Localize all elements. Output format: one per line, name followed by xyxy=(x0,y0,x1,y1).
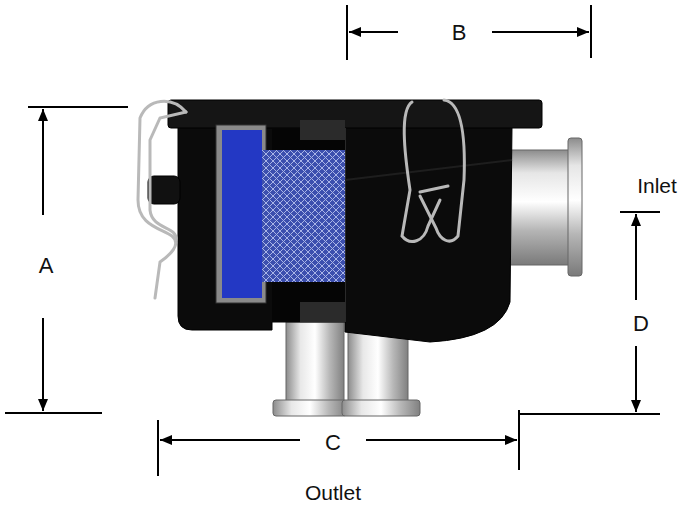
extension-line xyxy=(28,106,128,108)
extension-line xyxy=(518,410,520,470)
dimension-label: A xyxy=(37,254,56,278)
dimension-lines xyxy=(5,5,660,476)
dimension-line xyxy=(366,439,517,441)
dimension-line xyxy=(635,214,637,300)
dimension-label: C xyxy=(323,431,343,455)
port-label: Inlet xyxy=(635,174,679,197)
wire-clip xyxy=(138,101,186,298)
inner-ring xyxy=(300,120,345,140)
extension-line xyxy=(620,211,660,213)
housing-lid xyxy=(168,100,542,128)
outlet-tube xyxy=(286,322,344,404)
housing-body xyxy=(178,126,512,342)
extension-line xyxy=(5,412,102,414)
wire-clips xyxy=(138,100,464,298)
element-frame xyxy=(216,125,266,303)
element-endcap xyxy=(222,130,262,298)
inner-ring xyxy=(300,302,345,322)
housing-shading xyxy=(345,160,512,180)
outlet-flange-disk xyxy=(273,400,347,416)
dimension-line xyxy=(160,439,300,441)
wire-clip xyxy=(150,112,186,240)
filter-mesh xyxy=(262,150,345,282)
inlet-flange-disk xyxy=(568,138,582,276)
dimension-line xyxy=(349,31,398,33)
dimension-line xyxy=(635,346,637,412)
wire-clip xyxy=(402,102,440,241)
extension-line xyxy=(519,413,660,415)
extension-line xyxy=(346,5,348,60)
dimension-label: D xyxy=(631,312,651,336)
housing xyxy=(148,100,542,342)
dimension-label: B xyxy=(450,21,469,45)
extension-line xyxy=(157,420,159,476)
inlet-flange xyxy=(500,138,582,276)
dimension-line xyxy=(42,318,44,411)
housing-tab xyxy=(148,176,180,204)
dimension-line xyxy=(42,109,44,215)
port-label: Outlet xyxy=(303,481,363,504)
dimension-line xyxy=(492,31,589,33)
wire-clip xyxy=(420,100,464,241)
filter-element xyxy=(216,125,345,303)
extension-line xyxy=(590,5,592,58)
wire-clip xyxy=(420,186,448,192)
outlet-flange-disk xyxy=(342,400,420,416)
